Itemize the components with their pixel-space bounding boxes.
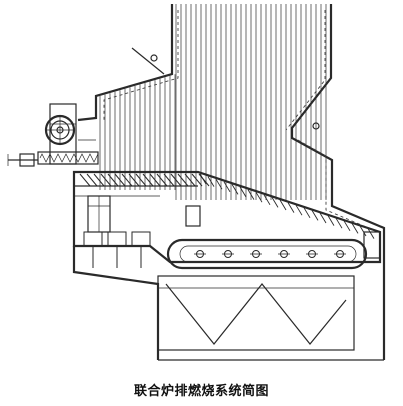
- grate-bar: [93, 173, 105, 187]
- grate-bar: [199, 173, 207, 185]
- right-joint: [312, 122, 320, 130]
- drive-wheel: [44, 114, 76, 146]
- support-frame: [157, 275, 355, 351]
- upper-arm: [131, 47, 165, 75]
- chain-grate: [72, 170, 382, 264]
- grate-bar: [149, 173, 161, 187]
- air-box: [131, 231, 151, 247]
- grate-bar: [327, 215, 335, 226]
- grate-bar: [207, 176, 215, 187]
- center-arch-block: [185, 205, 201, 227]
- right-side-box: [363, 231, 381, 259]
- grate-bar: [128, 173, 140, 187]
- grate-bar: [263, 194, 271, 206]
- grate-bar: [170, 173, 182, 187]
- grate-bar: [247, 189, 255, 200]
- grate-bar: [163, 173, 175, 187]
- ash-pit-left: [72, 246, 160, 360]
- grate-bar: [191, 173, 203, 187]
- right-lower-dash: [297, 139, 379, 233]
- inclined-grate-bars: [79, 173, 375, 239]
- water-wall-tubes: [99, 4, 327, 200]
- grate-bar: [255, 191, 263, 203]
- upper-arm-joint: [150, 54, 158, 62]
- belt-rollers: [194, 250, 346, 258]
- grate-bar: [303, 207, 311, 219]
- grate-bar: [295, 204, 303, 216]
- air-box: [107, 231, 127, 247]
- grate-bar: [223, 181, 231, 193]
- grate-bar: [86, 173, 98, 187]
- air-box: [83, 231, 103, 247]
- conveyor-belt: [166, 238, 368, 270]
- grate-bar: [142, 173, 154, 187]
- grate-bar: [79, 173, 91, 187]
- grate-bar: [184, 173, 196, 187]
- air-boxes: [83, 231, 151, 268]
- grate-bar: [215, 178, 223, 190]
- grate-bar: [121, 173, 133, 187]
- furnace-left-wall: [77, 4, 174, 122]
- grate-bar: [287, 202, 295, 213]
- feed-hopper: [49, 103, 77, 165]
- grate-bar: [135, 173, 147, 187]
- grate-bar: [177, 173, 189, 187]
- grate-bar: [231, 184, 239, 195]
- grate-bar: [351, 223, 359, 234]
- grate-bar: [239, 186, 247, 198]
- screw-feeder: [7, 151, 99, 167]
- grate-bar: [367, 228, 375, 239]
- grate-bar: [279, 199, 287, 211]
- grate-bar: [343, 220, 351, 232]
- furnace-right-wall: [290, 4, 386, 248]
- grate-bar: [335, 217, 343, 229]
- grate-bar: [311, 210, 319, 221]
- grate-bar: [319, 212, 327, 224]
- grate-bar: [107, 173, 119, 187]
- grate-bar: [100, 173, 112, 187]
- grate-bar: [271, 197, 279, 208]
- figure-caption: 联合炉排燃烧系统简图: [133, 384, 269, 399]
- grate-bar: [114, 173, 126, 187]
- grate-bar: [359, 225, 367, 237]
- grate-bar: [156, 173, 168, 187]
